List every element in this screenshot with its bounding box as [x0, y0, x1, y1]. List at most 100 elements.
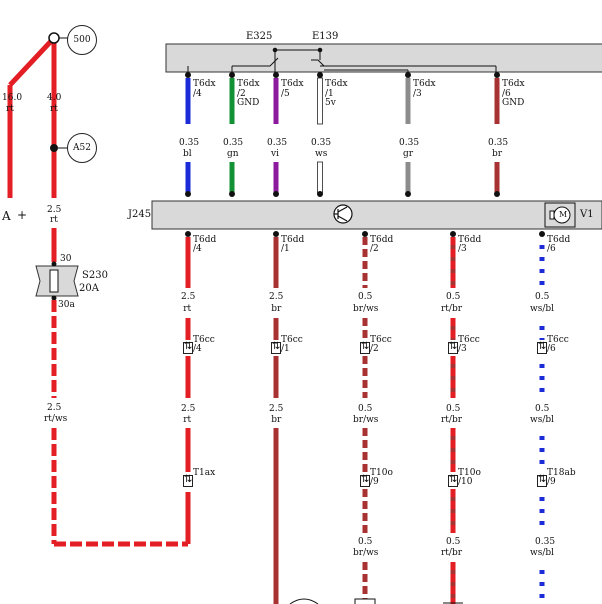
partial-box-365	[354, 598, 376, 604]
wire4-color: rt/ws	[44, 414, 68, 424]
fuse-name: S230	[82, 270, 108, 281]
bottom-cc-num: /1	[281, 344, 290, 354]
bottom-size1: 2.5	[181, 292, 196, 302]
switch-internals	[187, 47, 497, 74]
ground-arc	[289, 598, 319, 604]
connector-t2	[360, 474, 370, 487]
connector-t2	[183, 474, 193, 487]
bottom-size2: 0.5	[446, 404, 461, 414]
bottom-size2: 0.5	[358, 404, 373, 414]
top-pin-num: /1	[325, 89, 334, 99]
switch-box	[165, 43, 602, 73]
bottom-t2-name: T10o	[370, 468, 393, 478]
bottom-cc-name: T6cc	[458, 335, 480, 345]
bottom-color2: br/ws	[353, 415, 379, 425]
top-j245-dot	[317, 191, 323, 197]
bottom-pin-name: T6dd	[193, 235, 217, 245]
top-wire-color: gn	[227, 149, 239, 159]
bottom-size1: 0.5	[358, 292, 373, 302]
top-pin-name: T6dx	[281, 79, 304, 89]
top-wires	[185, 72, 500, 197]
bottom-color2: ws/bl	[530, 415, 554, 425]
bottom-color1: ws/bl	[530, 304, 554, 314]
top-pin-name: T6dx	[413, 79, 436, 89]
bottom-pin-name: T6dd	[547, 235, 571, 245]
top-wire-upper	[317, 77, 323, 125]
bottom-size3: 0.5	[358, 537, 373, 547]
wire2-size: 4.0	[47, 93, 62, 103]
top-wire-size: 0.35	[223, 138, 244, 148]
top-wire-color: bl	[183, 149, 192, 159]
top-pin-extra: GND	[502, 98, 525, 108]
bottom-size2: 0.5	[535, 404, 550, 414]
top-pin-num: /5	[281, 89, 290, 99]
ref-a52-label: A52	[73, 143, 91, 153]
j245-symbol	[333, 202, 576, 228]
bottom-pin-dot	[539, 231, 545, 237]
bottom-pin-name: T6dd	[458, 235, 482, 245]
top-pin-name: T6dx	[325, 79, 348, 89]
left-supply-wires	[7, 32, 68, 262]
top-pin-num: /2	[237, 89, 246, 99]
bottom-cc-num: /3	[458, 344, 467, 354]
j245-box	[151, 200, 602, 230]
bottom-t2-num: /9	[547, 477, 556, 487]
transistor-c	[337, 206, 348, 213]
connector-t6cc	[448, 341, 458, 354]
bottom-pin-dot	[362, 231, 368, 237]
top-pin-extra: 5v	[325, 98, 336, 108]
v1-label: V1	[580, 209, 594, 220]
bottom-cc-name: T6cc	[281, 335, 303, 345]
bottom-size1: 0.5	[446, 292, 461, 302]
bottom-color1: br	[271, 304, 282, 314]
bottom-color3: br/ws	[353, 548, 379, 558]
top-wire-size: 0.35	[311, 138, 332, 148]
ref-500-label: 500	[73, 35, 91, 45]
wire1-size: 16.0	[2, 93, 23, 103]
wire1-color: rt	[6, 104, 14, 114]
top-pin-dot	[405, 72, 411, 78]
motor-label: M	[559, 210, 568, 219]
bottom-partial-symbols	[289, 598, 463, 604]
bottom-color3: ws/bl	[530, 548, 554, 558]
bottom-color1: br/ws	[353, 304, 379, 314]
bottom-color3: rt/br	[441, 548, 463, 558]
top-pin-dot	[317, 72, 323, 78]
connector-t2	[537, 474, 547, 487]
bottom-color2: br	[271, 415, 282, 425]
ref-circle-500: 500	[67, 25, 97, 55]
bottom-pin-num: /2	[370, 244, 379, 254]
bottom-wires	[185, 231, 545, 604]
bottom-size2: 2.5	[181, 404, 196, 414]
node-a52	[50, 144, 58, 152]
bottom-cc-num: /4	[193, 344, 202, 354]
bottom-pin-num: /6	[547, 244, 556, 254]
connector-t6cc	[537, 341, 547, 354]
top-pin-name: T6dx	[193, 79, 216, 89]
bottom-color1: rt/br	[441, 304, 463, 314]
top-wire-size: 0.35	[179, 138, 200, 148]
wire-16-rt-diag	[8, 36, 56, 87]
fuse-output-wire	[51, 300, 191, 547]
top-wire-color: gr	[403, 149, 414, 159]
fuse-pin-bottom-label: 30a	[58, 300, 75, 310]
ref-circle-a52: A52	[67, 133, 97, 163]
bottom-pin-num: /3	[458, 244, 467, 254]
bottom-pin-num: /1	[281, 244, 290, 254]
wire3-size: 2.5	[47, 205, 62, 215]
bottom-pin-name: T6dd	[370, 235, 394, 245]
wire4-size: 2.5	[47, 403, 62, 413]
top-wire-size: 0.35	[399, 138, 420, 148]
bottom-t2-num: /10	[458, 477, 473, 487]
bottom-color2: rt	[183, 415, 192, 425]
top-pin-dot	[494, 72, 500, 78]
top-pin-name: T6dx	[237, 79, 260, 89]
e139-label: E139	[312, 31, 339, 42]
top-pin-num: /4	[193, 89, 202, 99]
bottom-cc-name: T6cc	[193, 335, 215, 345]
bottom-pin-dot	[185, 231, 191, 237]
bottom-pin-dot	[273, 231, 279, 237]
top-wire-color: ws	[315, 149, 328, 159]
bottom-t2-num: /9	[370, 477, 379, 487]
wire2-color: rt	[50, 104, 58, 114]
